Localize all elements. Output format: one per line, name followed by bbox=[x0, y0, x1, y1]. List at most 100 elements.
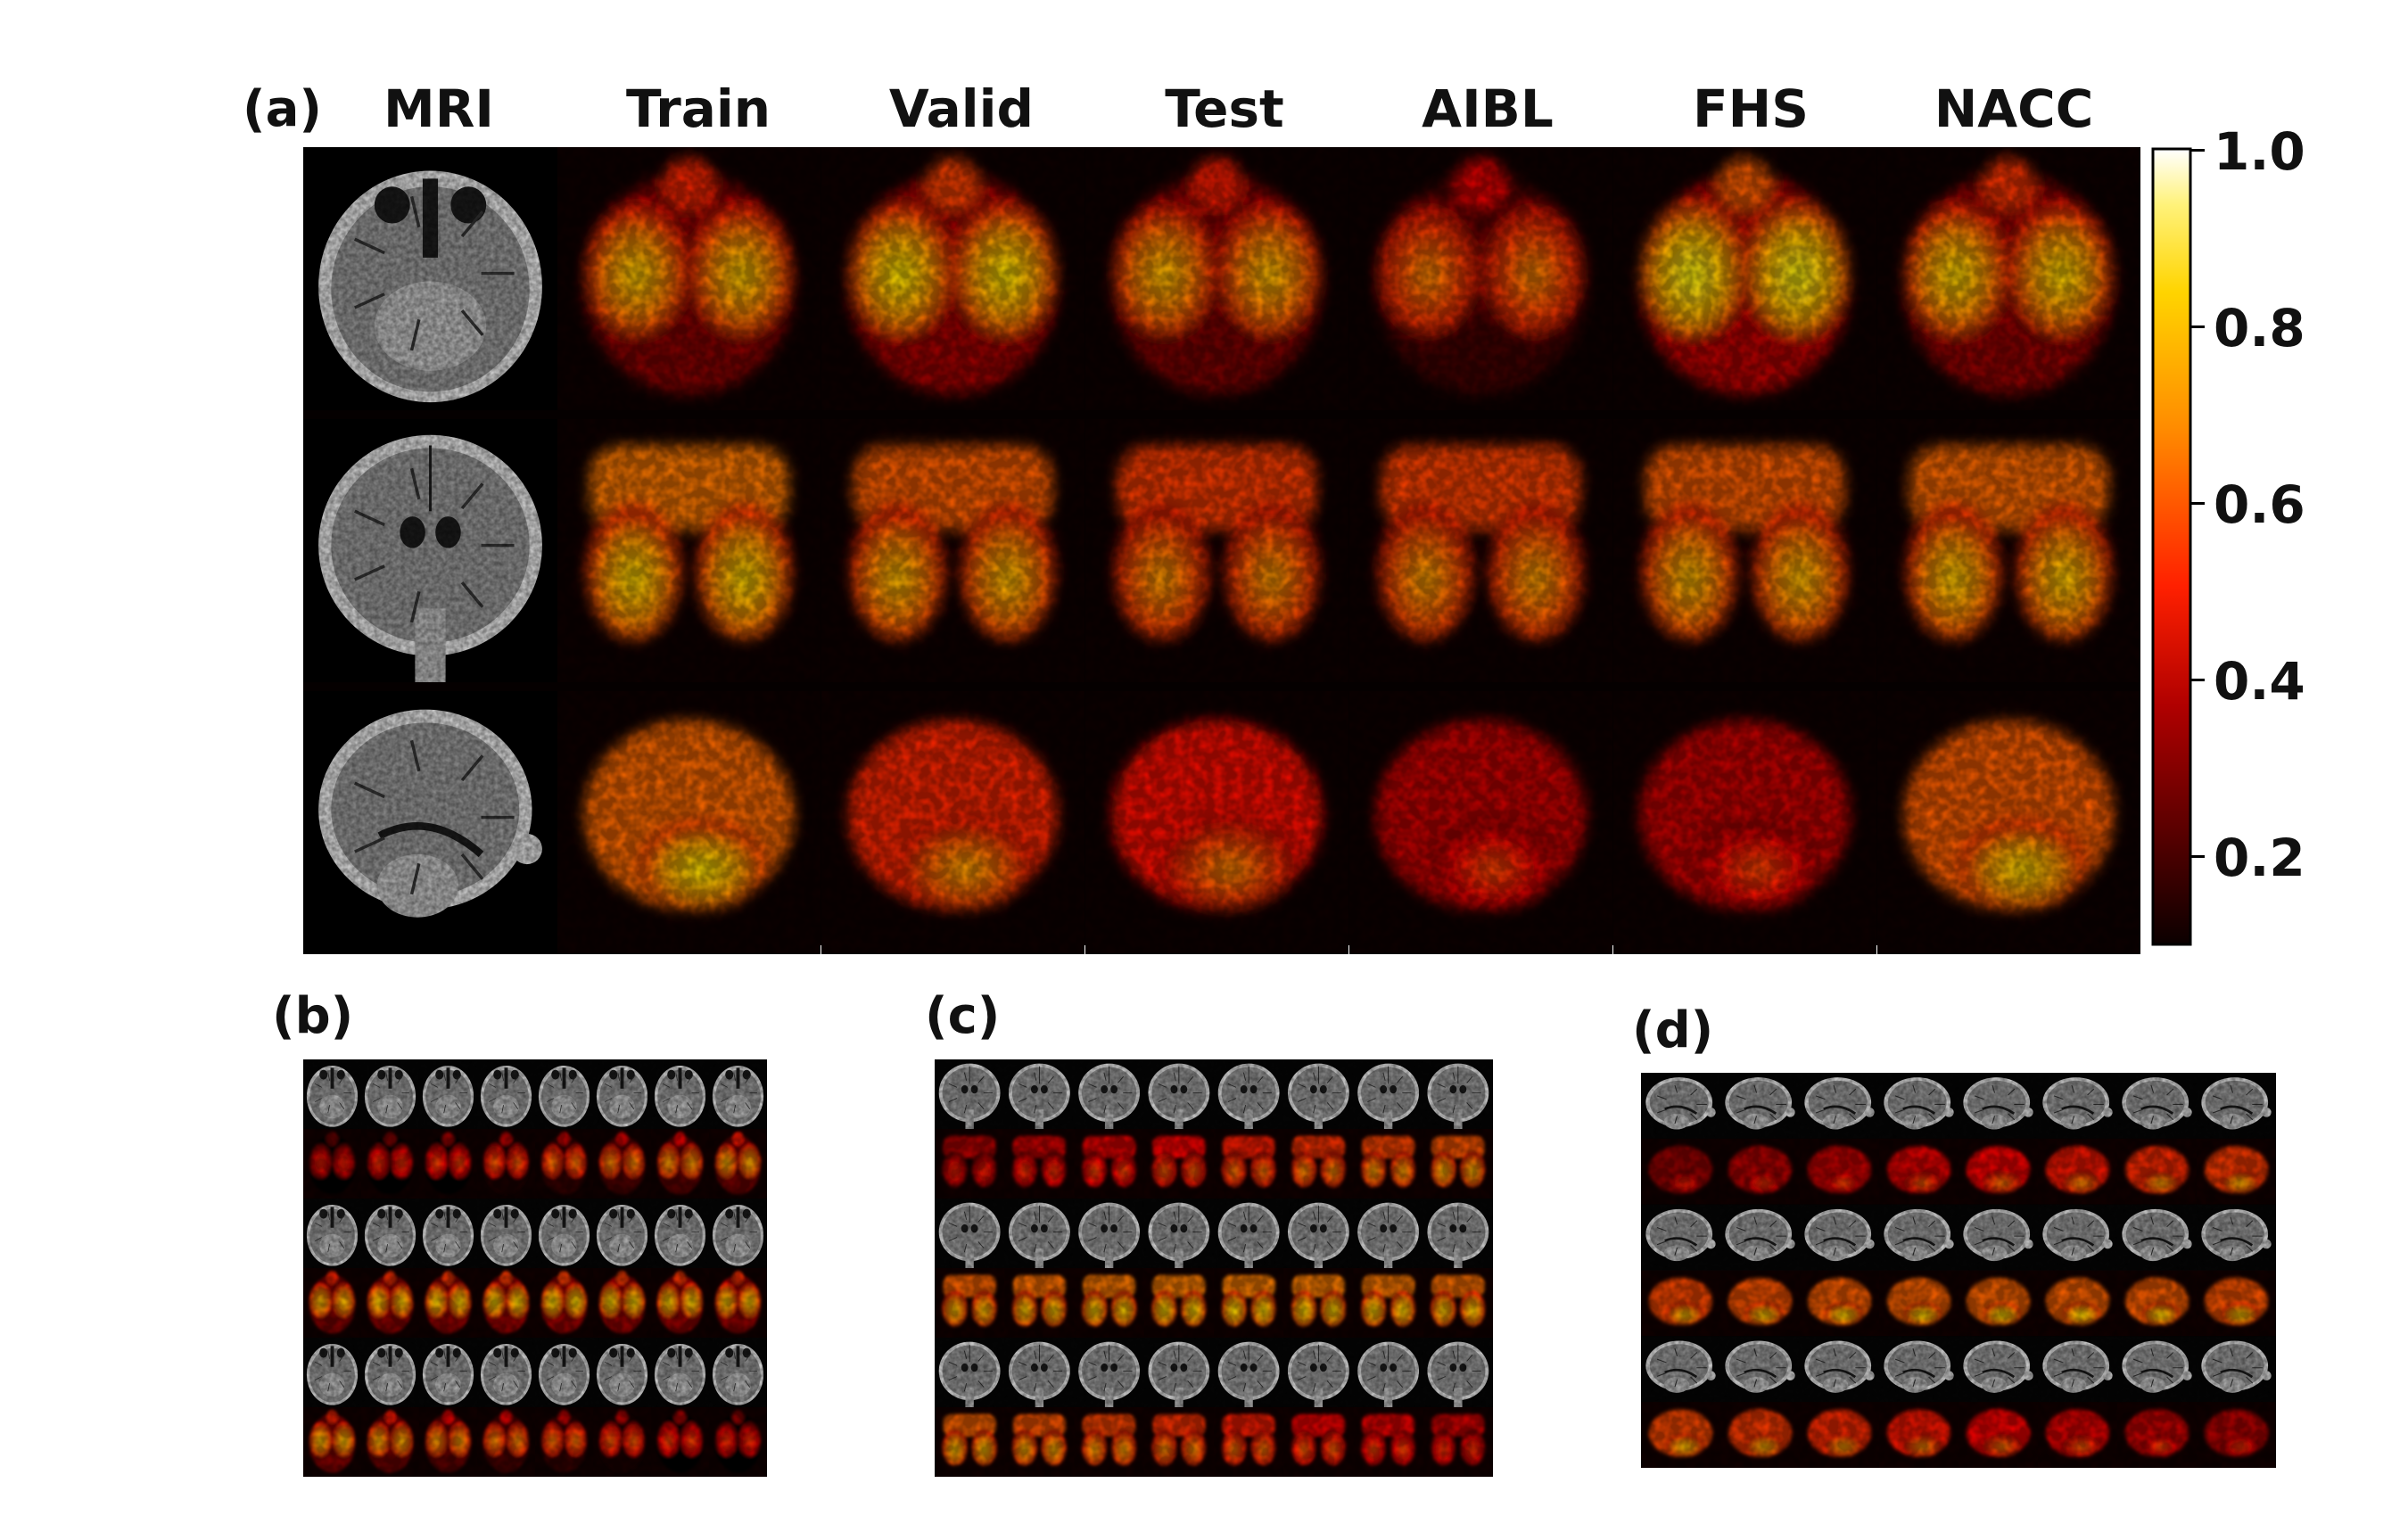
panel-c-mri-slice bbox=[935, 1338, 1005, 1407]
panel-b-mri-slice bbox=[419, 1199, 477, 1268]
aibl-coronal-cell bbox=[1349, 419, 1612, 682]
test-axial-image bbox=[1085, 147, 1348, 410]
panel-b-heatmap-slice bbox=[709, 1268, 767, 1338]
panel-c-mri-slice bbox=[1353, 1059, 1423, 1129]
aibl-axial-image bbox=[1349, 147, 1612, 410]
panel-b-heatmap-slice bbox=[361, 1129, 419, 1199]
panel-d-heatmap-slice bbox=[2117, 1402, 2197, 1468]
column-header-valid: Valid bbox=[888, 78, 1035, 139]
panel-d-heatmap-slice bbox=[2197, 1270, 2276, 1337]
panel-c-mri-slice bbox=[1423, 1199, 1493, 1268]
test-coronal-image bbox=[1085, 419, 1348, 682]
fhs-coronal-cell bbox=[1613, 419, 1876, 682]
panel-c-heatmap-slice bbox=[1283, 1407, 1354, 1477]
panel-b-mri-slice bbox=[651, 1059, 709, 1129]
panel-b-heatmap-slice bbox=[303, 1129, 361, 1199]
panel-b-mri-slice bbox=[709, 1199, 767, 1268]
train-axial-cell bbox=[557, 147, 821, 410]
panel-b-mri-slice bbox=[651, 1199, 709, 1268]
panel-d-heatmap-slice bbox=[1720, 1270, 1800, 1337]
colorbar-tick-label: 0.4 bbox=[2214, 651, 2305, 712]
panel-c-mri-slice bbox=[1283, 1338, 1354, 1407]
panel-d-heatmap-slice bbox=[1879, 1270, 1959, 1337]
panel-b-heatmap-slice bbox=[535, 1129, 593, 1199]
aibl-sagittal-image bbox=[1349, 691, 1612, 954]
valid-coronal-image bbox=[821, 419, 1084, 682]
fhs-sagittal-image bbox=[1613, 691, 1876, 954]
panel-b-heatmap-slice bbox=[709, 1407, 767, 1477]
panel-c-heatmap-slice bbox=[935, 1407, 1005, 1477]
test-coronal-cell bbox=[1085, 419, 1348, 682]
colorbar-tick-label: 0.2 bbox=[2214, 828, 2305, 888]
panel-c-heatmap-slice bbox=[1074, 1129, 1144, 1199]
fhs-axial-cell bbox=[1613, 147, 1876, 410]
panel-d-mri-slice bbox=[1879, 1336, 1959, 1403]
panel-label-d: (d) bbox=[1632, 1001, 1714, 1059]
panel-d-mri-slice bbox=[1959, 1204, 2038, 1271]
colorbar-tick-label: 1.0 bbox=[2214, 121, 2305, 182]
panel-c-heatmap-slice bbox=[1143, 1129, 1214, 1199]
colorbar bbox=[2151, 147, 2192, 946]
panel-c-heatmap-slice bbox=[1353, 1129, 1423, 1199]
panel-d-mri-slice bbox=[1641, 1336, 1720, 1403]
panel-b-mri-slice bbox=[593, 1199, 651, 1268]
nacc-axial-cell bbox=[1877, 147, 2140, 410]
panel-b-mri-slice bbox=[477, 1199, 535, 1268]
panel-c-heatmap-slice bbox=[1353, 1268, 1423, 1338]
valid-coronal-cell bbox=[821, 419, 1084, 682]
panel-label-b: (b) bbox=[272, 987, 354, 1045]
panel-d-mri-slice bbox=[1720, 1336, 1800, 1403]
panel-c-mri-slice bbox=[1214, 1199, 1284, 1268]
panel-b-heatmap-slice bbox=[535, 1268, 593, 1338]
panel-d-heatmap-slice bbox=[1800, 1138, 1879, 1205]
panel-c-mri-slice bbox=[935, 1059, 1005, 1129]
colorbar-tick bbox=[2190, 502, 2205, 505]
panel-c-mri-slice bbox=[1143, 1338, 1214, 1407]
column-header-aibl: AIBL bbox=[1422, 78, 1554, 139]
column-header-mri: MRI bbox=[383, 78, 494, 139]
panel-d-heatmap-slice bbox=[2197, 1138, 2276, 1205]
panel-b-mri-slice bbox=[477, 1059, 535, 1129]
panel-b-heatmap-slice bbox=[361, 1268, 419, 1338]
train-sagittal-cell bbox=[557, 691, 821, 954]
column-header-fhs: FHS bbox=[1693, 78, 1809, 139]
nacc-coronal-image bbox=[1877, 419, 2140, 682]
colorbar-tick bbox=[2190, 149, 2205, 152]
panel-c-mri-slice bbox=[1423, 1338, 1493, 1407]
panel-c-mri-slice bbox=[1074, 1059, 1144, 1129]
panel-b-mri-slice bbox=[651, 1338, 709, 1407]
panel-b-mri-slice bbox=[477, 1338, 535, 1407]
panel-c-heatmap-slice bbox=[935, 1129, 1005, 1199]
panel-c-heatmap-slice bbox=[935, 1268, 1005, 1338]
panel-c-montage-svg bbox=[935, 1059, 1493, 1477]
panel-b-mri-slice bbox=[303, 1059, 361, 1129]
panel-d-heatmap-slice bbox=[1800, 1402, 1879, 1468]
panel-c-heatmap-slice bbox=[1423, 1129, 1493, 1199]
panel-c-heatmap-slice bbox=[1423, 1268, 1493, 1338]
panel-c-mri-slice bbox=[1004, 1059, 1075, 1129]
panel-d-heatmap-slice bbox=[2117, 1138, 2197, 1205]
panel-c-mri-slice bbox=[1004, 1338, 1075, 1407]
panel-c-mri-slice bbox=[1353, 1199, 1423, 1268]
panel-c-mri-slice bbox=[935, 1199, 1005, 1268]
panel-b-heatmap-slice bbox=[477, 1268, 535, 1338]
column-header-train: Train bbox=[625, 78, 771, 139]
panel-d-mri-slice bbox=[2117, 1336, 2197, 1403]
panel-d-heatmap-slice bbox=[1959, 1138, 2038, 1205]
aibl-coronal-image bbox=[1349, 419, 1612, 682]
test-sagittal-cell bbox=[1085, 691, 1348, 954]
panel-c-coronal-montage bbox=[935, 1059, 1493, 1477]
colorbar-tick-label: 0.6 bbox=[2214, 474, 2305, 535]
panel-b-mri-slice bbox=[419, 1338, 477, 1407]
panel-b-heatmap-slice bbox=[419, 1268, 477, 1338]
panel-d-mri-slice bbox=[1800, 1204, 1879, 1271]
train-coronal-image bbox=[557, 419, 821, 682]
panel-c-mri-slice bbox=[1353, 1338, 1423, 1407]
test-sagittal-image bbox=[1085, 691, 1348, 954]
panel-b-heatmap-slice bbox=[593, 1129, 651, 1199]
panel-b-heatmap-slice bbox=[419, 1407, 477, 1477]
panel-d-mri-slice bbox=[1879, 1204, 1959, 1271]
aibl-sagittal-cell bbox=[1349, 691, 1612, 954]
panel-c-mri-slice bbox=[1074, 1338, 1144, 1407]
panel-b-mri-slice bbox=[593, 1059, 651, 1129]
